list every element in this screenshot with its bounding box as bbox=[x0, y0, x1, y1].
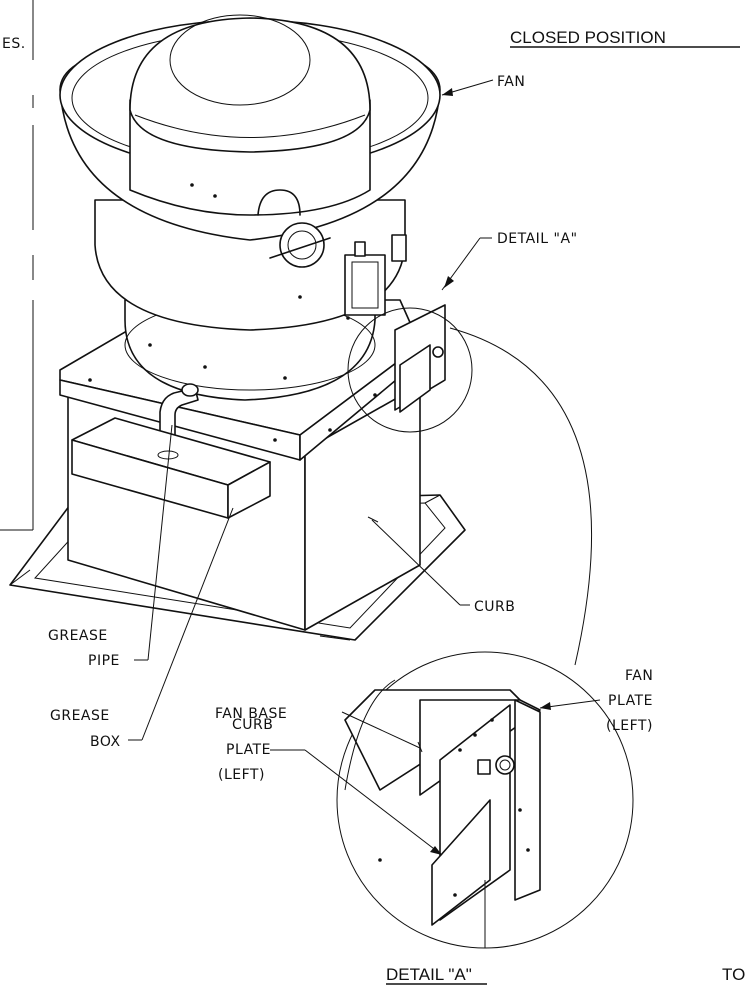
fan-base-label: FAN BASE bbox=[215, 706, 287, 722]
bracket-main bbox=[394, 304, 446, 413]
grease-box-label: GREASE bbox=[50, 708, 110, 724]
fan-plate-label-3: (LEFT) bbox=[606, 718, 653, 734]
grease-pipe-label: GREASE bbox=[48, 628, 108, 644]
left-text-fragment: ES. bbox=[2, 36, 26, 52]
bottom-text-fragment: TO bbox=[722, 965, 745, 984]
fan-plate-label-2: PLATE bbox=[608, 693, 653, 709]
leader-lines bbox=[128, 79, 601, 856]
fan-plate-label: FAN bbox=[625, 668, 653, 684]
grease-box bbox=[71, 417, 271, 519]
curb-plate-label-3: (LEFT) bbox=[218, 767, 265, 783]
detail-title: DETAIL "A" bbox=[386, 965, 472, 984]
fan-label: FAN bbox=[497, 74, 525, 90]
curb-plate-label: CURB bbox=[232, 717, 273, 733]
detail-a-callout-label: DETAIL "A" bbox=[497, 231, 578, 247]
left-border-fragment: ES. bbox=[0, 0, 34, 531]
detail-a-view bbox=[336, 651, 634, 949]
fan-housing bbox=[59, 14, 441, 401]
grease-pipe-label-2: PIPE bbox=[88, 653, 120, 669]
view-title: CLOSED POSITION bbox=[510, 28, 666, 47]
detail-a-callout-circle bbox=[347, 307, 592, 666]
curb-plate-label-2: PLATE bbox=[226, 742, 271, 758]
curb-label: CURB bbox=[474, 599, 515, 615]
grease-box-label-2: BOX bbox=[90, 734, 121, 750]
